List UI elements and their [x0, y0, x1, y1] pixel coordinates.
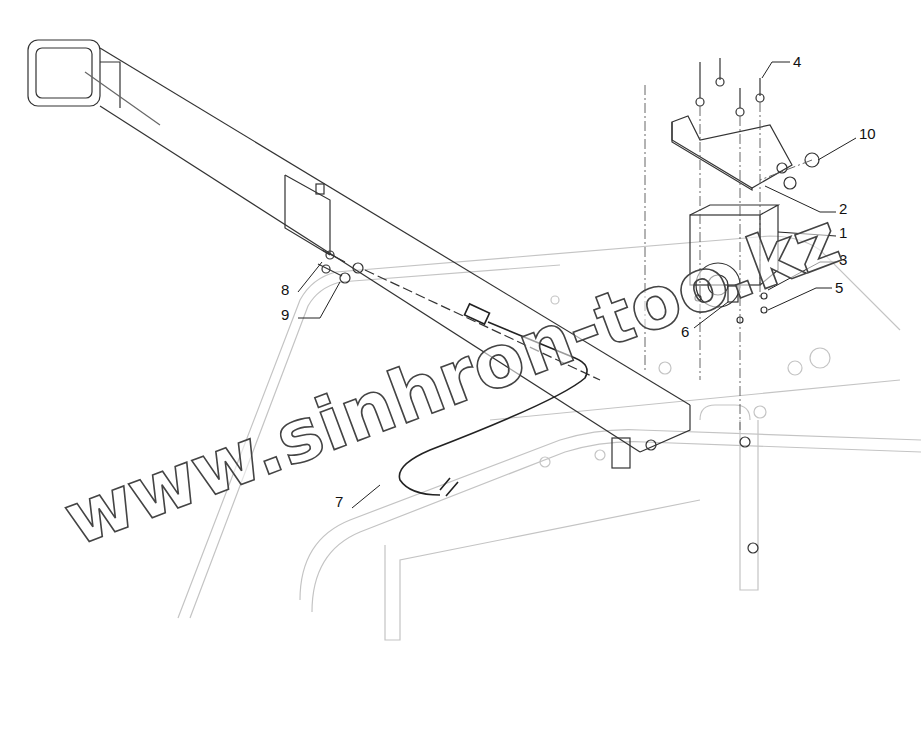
callout-number: 4: [792, 54, 802, 69]
callout-number: 8: [280, 282, 290, 297]
callout-number: 7: [334, 494, 344, 509]
callout-number: 1: [838, 225, 848, 240]
callout-number: 2: [838, 201, 848, 216]
callout-number: 10: [858, 126, 877, 141]
watermark: www.sinhron-too.kz: [55, 200, 848, 555]
callout-number: 9: [280, 307, 290, 322]
callout-number: 5: [834, 280, 844, 295]
